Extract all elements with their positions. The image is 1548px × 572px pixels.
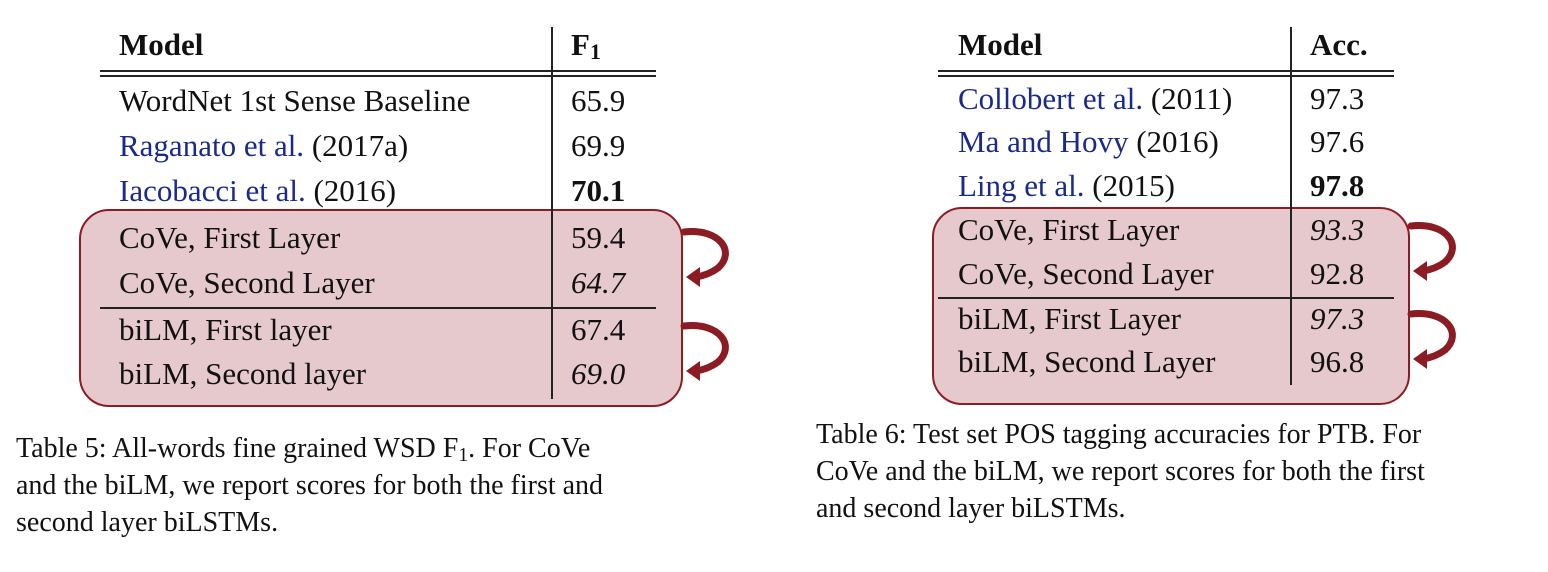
- header-rule-top: [100, 70, 656, 72]
- table-row-model[interactable]: Ma and Hovy (2016): [958, 124, 1219, 159]
- citation-link[interactable]: Collobert et al.: [958, 81, 1144, 116]
- table-row-model: biLM, Second layer: [119, 356, 367, 391]
- table-row-model: CoVe, Second Layer: [958, 256, 1214, 291]
- highlight-box-cove-bilm: [932, 207, 1410, 405]
- group-rule: [938, 297, 1394, 299]
- table-row-score: 97.6: [1310, 124, 1365, 159]
- table-row-score-best: 97.8: [1310, 168, 1365, 203]
- header-model: Model: [958, 27, 1043, 62]
- table-row-model[interactable]: Collobert et al. (2011): [958, 81, 1233, 116]
- header-rule-bottom: [100, 75, 656, 77]
- caption-line: CoVe and the biLM, we report scores for …: [816, 456, 1425, 487]
- table-row-score: 92.8: [1310, 256, 1365, 291]
- table-row-score: 97.3: [1310, 81, 1365, 116]
- table-row-score: 93.3: [1310, 212, 1365, 247]
- table-row-model: CoVe, First Layer: [119, 220, 341, 255]
- table-row-model: biLM, First Layer: [958, 301, 1181, 336]
- header-f1: F1: [571, 27, 601, 64]
- caption-line: and second layer biLSTMs.: [816, 493, 1126, 524]
- curved-arrow-icon: [1407, 310, 1456, 369]
- table-row-model[interactable]: Raganato et al. (2017a): [119, 128, 409, 163]
- table-row-model: CoVe, First Layer: [958, 212, 1180, 247]
- caption-line: and the biLM, we report scores for both …: [16, 470, 604, 501]
- citation-link[interactable]: Iacobacci et al.: [119, 173, 306, 208]
- table-5-caption: Table 5: All-words fine grained WSD F1. …: [16, 430, 742, 541]
- table-6-caption: Table 6: Test set POS tagging accuracies…: [816, 416, 1520, 527]
- table-row-model: biLM, First layer: [119, 312, 332, 347]
- table-row-score: 69.9: [571, 128, 626, 163]
- caption-line: Table 5: All-words fine grained WSD F1. …: [16, 433, 591, 466]
- table-row-model[interactable]: Iacobacci et al. (2016): [119, 173, 397, 208]
- table-row-score: 64.7: [571, 265, 626, 300]
- curved-arrow-icon: [680, 322, 729, 381]
- column-separator: [1290, 27, 1292, 385]
- curved-arrow-icon: [1407, 222, 1456, 281]
- curved-arrow-icon: [680, 228, 729, 287]
- table-row-score: 97.3: [1310, 301, 1365, 336]
- citation-link[interactable]: Raganato et al.: [119, 128, 305, 163]
- group-rule: [100, 307, 656, 309]
- table-row-model: biLM, Second Layer: [958, 344, 1216, 379]
- header-acc: Acc.: [1310, 27, 1368, 62]
- table-row-score: 65.9: [571, 83, 626, 118]
- table-row-model: CoVe, Second Layer: [119, 265, 375, 300]
- table-row-score: 67.4: [571, 312, 626, 347]
- column-separator: [551, 27, 553, 399]
- header-rule-bottom: [938, 75, 1394, 77]
- table-row-model: WordNet 1st Sense Baseline: [119, 83, 471, 118]
- caption-line: second layer biLSTMs.: [16, 507, 279, 538]
- table-row-score-best: 70.1: [571, 173, 626, 208]
- table-row-score: 59.4: [571, 220, 626, 255]
- table-row-score: 69.0: [571, 356, 626, 391]
- table-row-score: 96.8: [1310, 344, 1365, 379]
- citation-link[interactable]: Ling et al.: [958, 168, 1085, 203]
- citation-link[interactable]: Ma and Hovy: [958, 124, 1129, 159]
- caption-line: Table 6: Test set POS tagging accuracies…: [816, 419, 1422, 450]
- header-rule-top: [938, 70, 1394, 72]
- header-model: Model: [119, 27, 204, 62]
- table-row-model[interactable]: Ling et al. (2015): [958, 168, 1175, 203]
